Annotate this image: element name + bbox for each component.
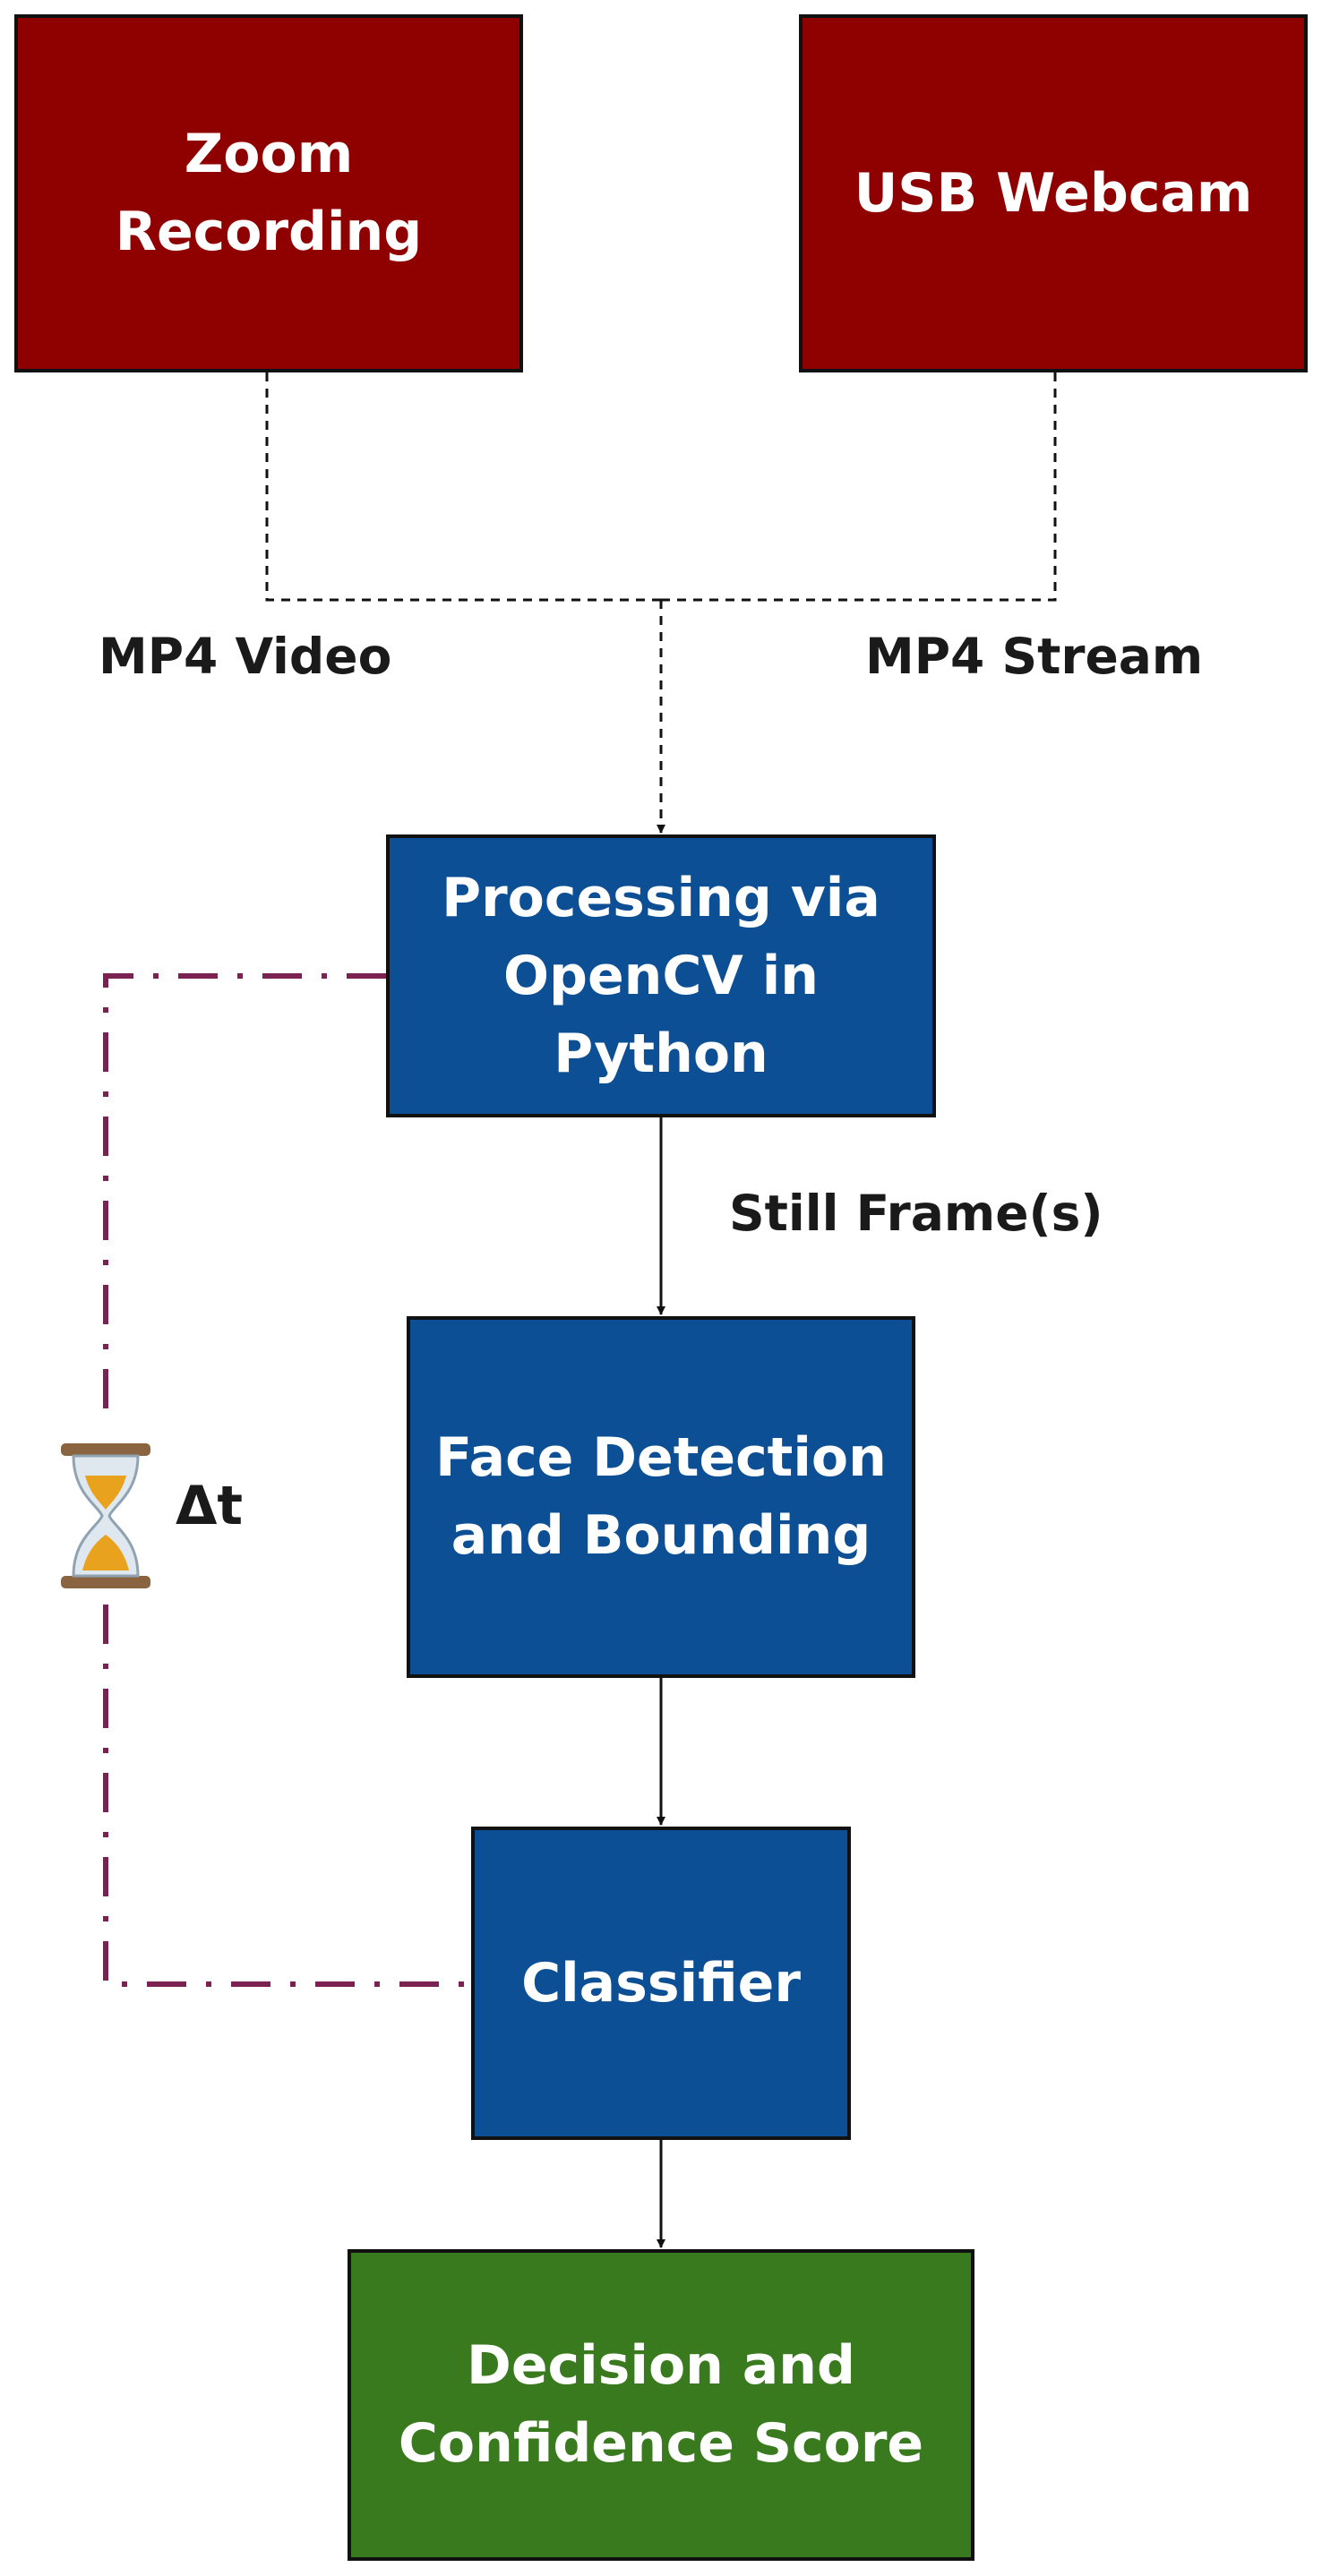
delta-t-label: Δt <box>176 1475 244 1537</box>
feedback-loop-bottom <box>103 1605 471 1987</box>
face-detection-node: Face Detection and Bounding <box>407 1316 915 1678</box>
usb-webcam-label: USB Webcam <box>854 161 1253 225</box>
decision-node: Decision and Confidence Score <box>348 2249 974 2561</box>
dashed-connector-zoom <box>265 372 661 602</box>
mp4-video-label: MP4 Video <box>99 628 392 685</box>
decision-label: Decision and Confidence Score <box>398 2334 924 2475</box>
still-frames-label: Still Frame(s) <box>729 1185 1103 1242</box>
mp4-stream-label: MP4 Stream <box>865 628 1204 685</box>
face-detection-label: Face Detection and Bounding <box>435 1426 887 1567</box>
zoom-recording-label: Zoom Recording <box>115 123 423 263</box>
feedback-loop-top <box>103 973 386 1425</box>
classifier-label: Classifier <box>521 1951 801 2015</box>
processing-node: Processing via OpenCV in Python <box>386 834 936 1117</box>
zoom-recording-node: Zoom Recording <box>14 14 523 372</box>
hourglass-icon <box>61 1443 150 1588</box>
classifier-node: Classifier <box>471 1827 851 2140</box>
dashed-connector-webcam <box>661 372 1057 602</box>
usb-webcam-node: USB Webcam <box>799 14 1308 372</box>
processing-label: Processing via OpenCV in Python <box>442 866 880 1085</box>
